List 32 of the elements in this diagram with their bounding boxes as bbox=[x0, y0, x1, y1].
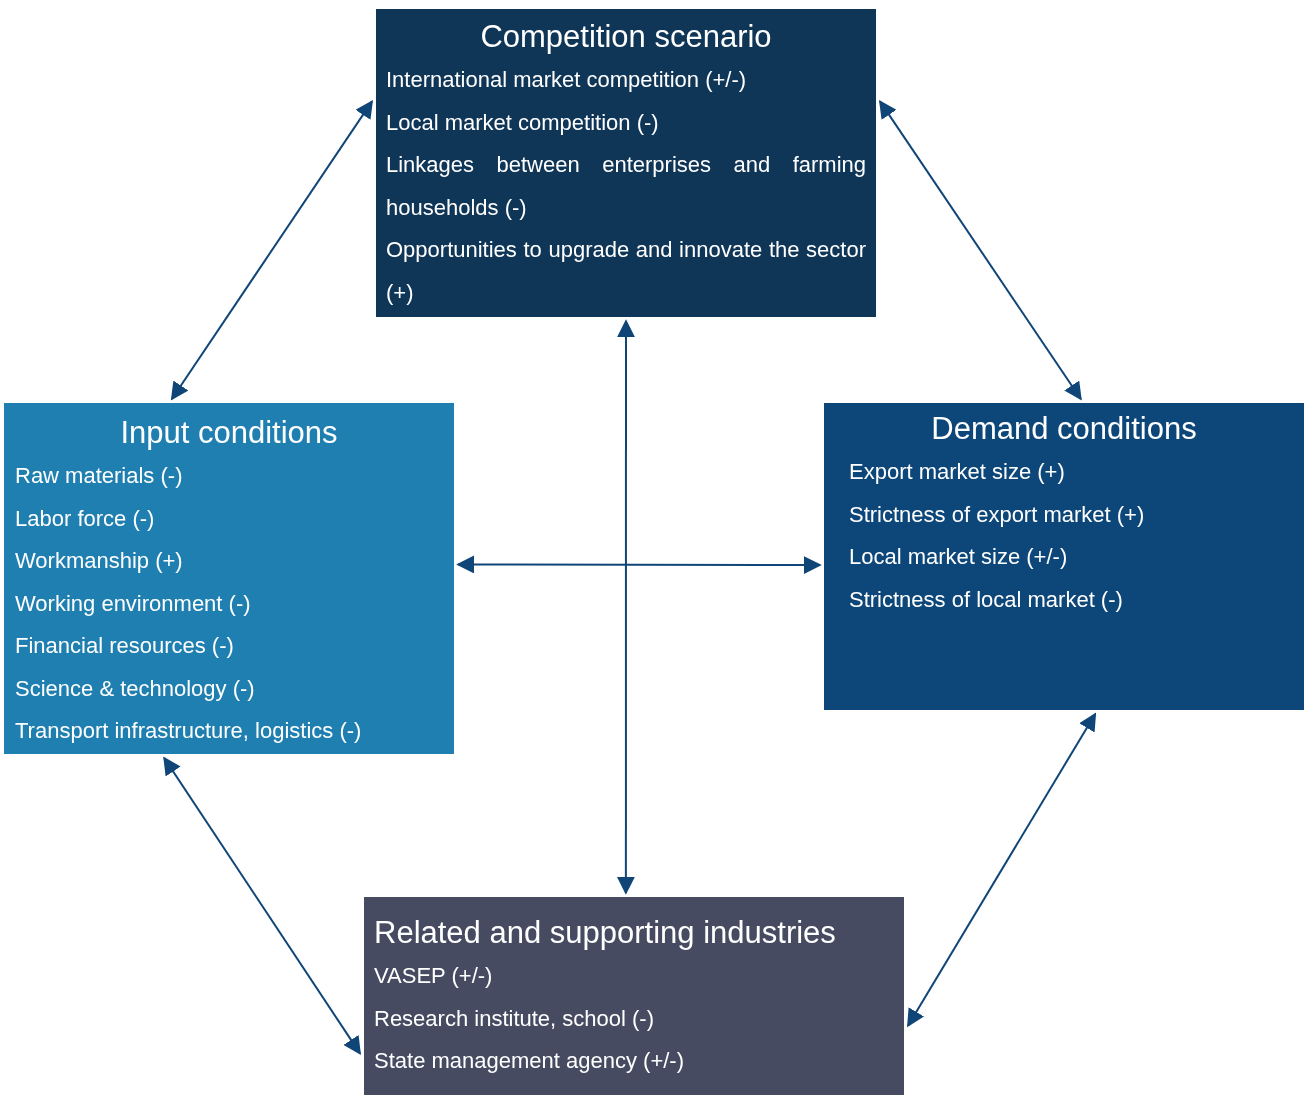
box-heading: Demand conditions bbox=[930, 410, 1198, 448]
factor-box bbox=[824, 403, 1304, 710]
factor-item: Export market size (+) bbox=[849, 458, 1066, 486]
factor-item: Raw materials (-) bbox=[15, 462, 184, 490]
double-arrow bbox=[879, 99, 1082, 401]
factor-item: Linkages between enterprises and farming households (-) bbox=[386, 151, 866, 222]
factor-item: Transport infrastructure, logistics (-) bbox=[15, 717, 363, 745]
box-heading: Input conditions bbox=[119, 414, 339, 452]
factor-item: Workmanship (+) bbox=[15, 547, 184, 575]
double-arrow bbox=[907, 712, 1097, 1028]
factor-box bbox=[364, 897, 904, 1095]
factor-item: Strictness of local market (-) bbox=[849, 585, 1124, 614]
factor-item: VASEP (+/-) bbox=[374, 962, 494, 990]
double-arrow bbox=[163, 756, 361, 1055]
factor-box bbox=[4, 403, 454, 754]
factor-box bbox=[376, 9, 876, 317]
factor-item: Working environment (-) bbox=[15, 589, 252, 618]
factor-item: Opportunities to upgrade and innovate the sector (+) bbox=[386, 236, 866, 307]
box-heading: Related and supporting industries bbox=[374, 914, 837, 952]
factor-item: Local market competition (-) bbox=[386, 108, 660, 137]
factor-item: Labor force (-) bbox=[15, 504, 156, 533]
box-heading: Competition scenario bbox=[479, 18, 773, 56]
factor-item: Strictness of export market (+) bbox=[849, 500, 1146, 529]
factor-item: Science & technology (-) bbox=[15, 674, 256, 703]
factor-item: International market competition (+/-) bbox=[386, 66, 748, 94]
factor-item: Research institute, school (-) bbox=[374, 1004, 655, 1033]
factor-item: State management agency (+/-) bbox=[374, 1047, 685, 1075]
double-arrow bbox=[616, 319, 635, 895]
double-arrow bbox=[170, 99, 373, 401]
double-arrow bbox=[456, 555, 822, 575]
factor-item: Financial resources (-) bbox=[15, 632, 235, 660]
factor-item: Local market size (+/-) bbox=[849, 543, 1069, 571]
